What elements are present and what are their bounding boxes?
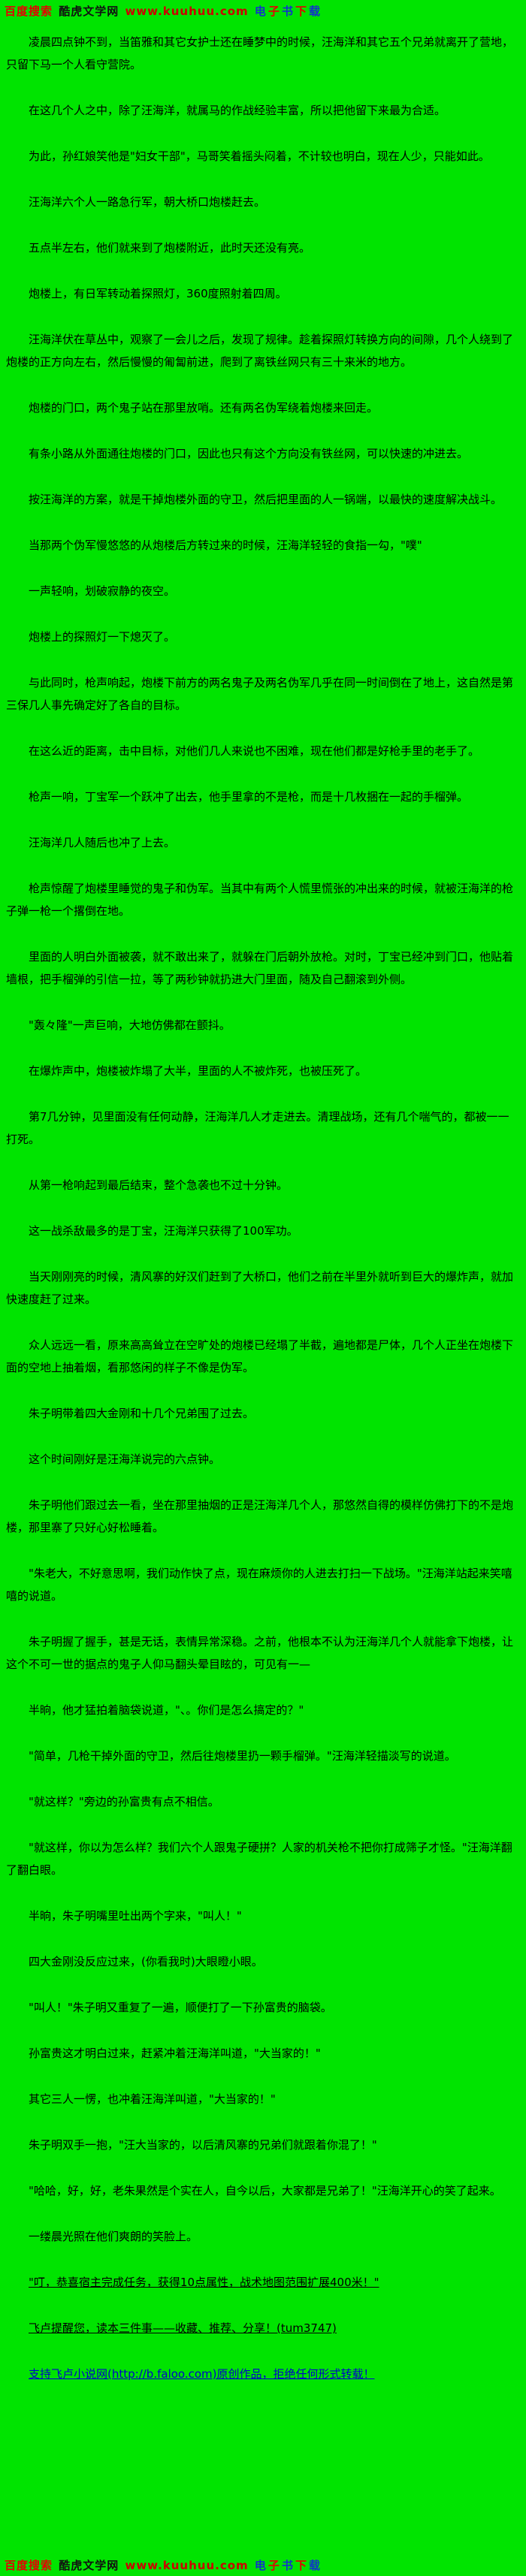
top-banner: 百度搜索 酷虎文学网 www.kuuhuu.com 电子书下载 (0, 0, 526, 22)
ebook-download-char: 下 (295, 5, 307, 18)
novel-paragraph: 五点半左右，他们就来到了炮楼附近，此时天还没有亮。 (29, 241, 311, 255)
novel-paragraph: 朱子明他们跟过去一看，坐在那里抽烟的正是汪海洋几个人，那悠然自得的模样仿佛打下的… (6, 1498, 514, 1534)
novel-paragraph: 飞卢提醒您，读本三件事——收藏、推荐、分享！(tum3747) (29, 2321, 337, 2335)
novel-paragraph: "就这样，你以为怎么样？我们六个人跟鬼子硬拼？人家的机关枪不把你打成筛子才怪。"… (6, 1841, 512, 1877)
novel-paragraph: 枪声惊醒了炮楼里睡觉的鬼子和伪军。当其中有两个人慌里慌张的冲出来的时候，就被汪海… (6, 882, 514, 918)
novel-paragraph: 凌晨四点钟不到，当笛雅和其它女护士还在睡梦中的时候，汪海洋和其它五个兄弟就离开了… (6, 35, 514, 71)
novel-paragraph: 炮楼上，有日军转动着探照灯，360度照射着四周。 (29, 287, 287, 300)
ebook-download-char: 电 (254, 2559, 267, 2572)
novel-paragraph: 当那两个伪军慢悠悠的从炮楼后方转过来的时候，汪海洋轻轻的食指一勾，"噗" (29, 538, 422, 552)
novel-paragraph: 汪海洋伏在草丛中，观察了一会儿之后，发现了规律。趁着探照灯转换方向的间隙，几个人… (6, 333, 514, 369)
novel-paragraph: 炮楼上的探照灯一下熄灭了。 (29, 630, 176, 644)
novel-paragraph: 按汪海洋的方案，就是干掉炮楼外面的守卫，然后把里面的人一锅端，以最快的速度解决战… (29, 493, 503, 506)
novel-paragraph: 里面的人明白外面被袭，就不敢出来了，就躲在门后朝外放枪。对时，丁宝已经冲到门口，… (6, 950, 514, 986)
site-url[interactable]: www.kuuhuu.com (125, 5, 253, 18)
novel-paragraph: 从第一枪响起到最后结束，整个急袭也不过十分钟。 (29, 1178, 289, 1192)
novel-paragraph: 朱子明握了握手，甚是无话，表情异常深稳。之前，他根本不认为汪海洋几个人就能拿下炮… (6, 1635, 514, 1671)
novel-paragraph: 朱子明带着四大金刚和十几个兄弟围了过去。 (29, 1407, 255, 1420)
ebook-download-char: 电 (254, 5, 267, 18)
novel-paragraph: "轰々隆"一声巨响，大地仿佛都在颤抖。 (29, 1018, 231, 1032)
novel-paragraph: 炮楼的门口，两个鬼子站在那里放哨。还有两名伪军绕着炮楼来回走。 (29, 401, 379, 415)
novel-paragraph: 当天刚刚亮的时候，清风寨的好汉们赶到了大桥口，他们之前在半里外就听到巨大的爆炸声… (6, 1270, 514, 1306)
novel-paragraph: 第7几分钟，见里面没有任何动静，汪海洋几人才走进去。清理战场，还有几个喘气的，都… (6, 1110, 509, 1146)
novel-paragraph: 这个时间刚好是汪海洋说完的六点钟。 (29, 1452, 221, 1466)
ebook-download-char: 下 (295, 2559, 307, 2572)
novel-paragraph: 在这么近的距离，击中目标，对他们几人来说也不困难，现在他们都是好枪手里的老手了。 (29, 744, 480, 758)
novel-paragraph: 半晌，他才猛拍着脑袋说道，"、。你们是怎么搞定的？" (29, 1703, 304, 1717)
novel-paragraph: 汪海洋几人随后也冲了上去。 (29, 836, 176, 849)
novel-paragraph: 这一战杀敌最多的是丁宝，汪海洋只获得了100军功。 (29, 1224, 298, 1238)
novel-paragraph: "就这样？"旁边的孙富贵有点不相信。 (29, 1795, 219, 1808)
novel-paragraph: "哈哈，好，好，老朱果然是个实在人，自今以后，大家都是兄弟了！"汪海洋开心的笑了… (29, 2184, 501, 2197)
novel-link-line[interactable]: 支持飞卢小说网(http://b.faloo.com)原创作品，拒绝任何形式转载… (29, 2367, 375, 2381)
novel-paragraph: 一声轻响，划破寂静的夜空。 (29, 584, 176, 598)
site-url[interactable]: www.kuuhuu.com (125, 2559, 253, 2572)
site-name: 酷虎文学网 (59, 5, 124, 18)
novel-paragraph: "简单，几枪干掉外面的守卫，然后往炮楼里扔一颗手榴弹。"汪海洋轻描淡写的说道。 (29, 1749, 456, 1763)
ebook-download-char: 载 (308, 5, 321, 18)
novel-paragraph: 为此，孙红娘笑他是"妇女干部"，马哥笑着摇头闷着，不计较也明白，现在人少，只能如… (29, 149, 490, 163)
novel-paragraph: 孙富贵这才明白过来，赶紧冲着汪海洋叫道，"大当家的！" (29, 2047, 321, 2060)
novel-paragraph: 有条小路从外面通往炮楼的门口，因此也只有这个方向没有铁丝网，可以快速的冲进去。 (29, 447, 469, 460)
ebook-download-char: 书 (281, 5, 294, 18)
ebook-download-char: 书 (281, 2559, 294, 2572)
novel-paragraph: 汪海洋六个人一路急行军，朝大桥口炮楼赶去。 (29, 195, 266, 209)
novel-paragraph: 枪声一响，丁宝军一个跃冲了出去，他手里拿的不是枪，而是十几枚捆在一起的手榴弹。 (29, 790, 469, 804)
novel-paragraph: 众人远远一看，原来高高耸立在空旷处的炮楼已经塌了半截，遍地都是尸体，几个人正坐在… (6, 1338, 514, 1374)
novel-paragraph: 在爆炸声中，炮楼被炸塌了大半，里面的人不被炸死，也被压死了。 (29, 1064, 367, 1078)
novel-paragraph: 四大金刚没反应过来，(你看我时)大眼瞪小眼。 (29, 1955, 263, 1968)
novel-paragraph: 朱子明双手一抱，"汪大当家的，以后清风寨的兄弟们就跟着你混了！" (29, 2138, 377, 2152)
baidu-search-label: 百度搜索 (5, 2559, 58, 2572)
ebook-download-char: 载 (308, 2559, 321, 2572)
novel-paragraph: 在这几个人之中，除了汪海洋，就属马的作战经验丰富，所以把他留下来最为合适。 (29, 104, 446, 117)
site-name: 酷虎文学网 (59, 2559, 124, 2572)
ebook-download-char: 子 (268, 5, 280, 18)
baidu-search-label: 百度搜索 (5, 5, 58, 18)
ebook-download-char: 子 (268, 2559, 280, 2572)
novel-body: 凌晨四点钟不到，当笛雅和其它女护士还在睡梦中的时候，汪海洋和其它五个兄弟就离开了… (0, 22, 526, 2554)
novel-paragraph: "叮，恭喜宿主完成任务，获得10点属性，战术地图范围扩展400米！" (29, 2276, 379, 2289)
novel-paragraph: 一缕晨光照在他们爽朗的笑脸上。 (29, 2230, 198, 2243)
novel-paragraph: "朱老大，不好意思啊，我们动作快了点，现在麻烦你的人进去打扫一下战场。"汪海洋站… (6, 1567, 512, 1603)
novel-paragraph: 其它三人一愣，也冲着汪海洋叫道，"大当家的！" (29, 2092, 276, 2106)
novel-paragraph: "叫人！"朱子明又重复了一遍，顺便打了一下孙富贵的脑袋。 (29, 2001, 332, 2014)
novel-paragraph: 半晌，朱子明嘴里吐出两个字来，"叫人！" (29, 1909, 242, 1923)
bottom-banner: 百度搜索 酷虎文学网 www.kuuhuu.com 电子书下载 (0, 2554, 526, 2576)
novel-paragraph: 与此同时，枪声响起，炮楼下前方的两名鬼子及两名伪军几乎在同一时间倒在了地上，这自… (6, 676, 514, 712)
